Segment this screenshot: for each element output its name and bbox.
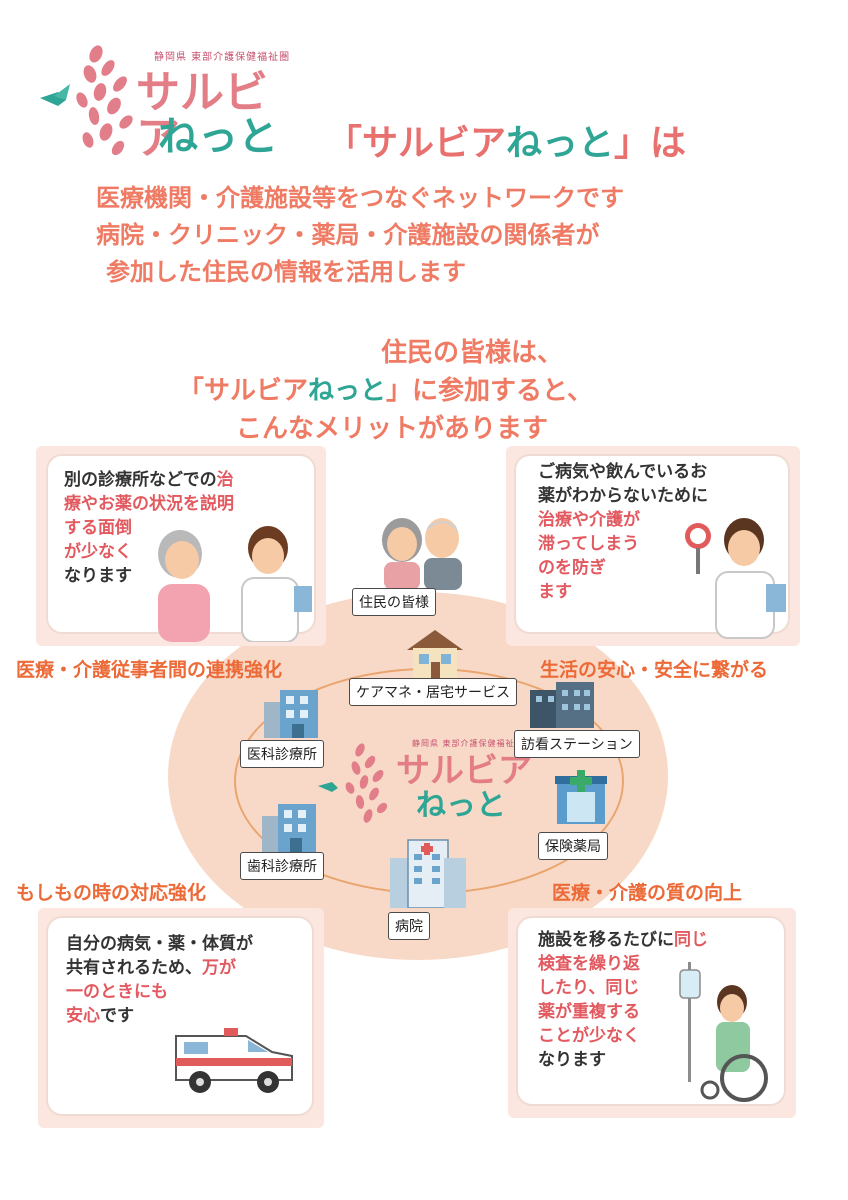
category-safety: 生活の安心・安全に繋がる bbox=[540, 659, 769, 681]
node-residents: 住民の皆様 bbox=[352, 588, 436, 616]
office-building-icon bbox=[530, 682, 594, 728]
hospital-icon bbox=[390, 839, 466, 908]
node-medical-clinic: 医科診療所 bbox=[240, 740, 324, 768]
doctor-and-patient-icon bbox=[158, 526, 312, 642]
center-logo-net: ねっと bbox=[416, 788, 506, 823]
doctor-with-stop-sign-icon bbox=[685, 518, 786, 639]
card-top-right: ご病気や飲んでいるお 薬がわからないために 治療や介護が 滞ってしまう のを防ぎ… bbox=[506, 446, 800, 646]
card-bottom-right: 施設を移るたびに同じ 検査を繰り返 したり、同じ 薬が重複する ことが少なく な… bbox=[508, 908, 796, 1118]
ambulance-icon bbox=[175, 1028, 293, 1093]
logo-subtitle: 静岡県 東部介護保健福祉圏 bbox=[154, 52, 291, 63]
category-emergency: もしもの時の対応強化 bbox=[16, 882, 207, 904]
intro-line-3: 参加した住民の情報を活用します bbox=[106, 258, 466, 286]
intro-line-2: 病院・クリニック・薬局・介護施設の関係者が bbox=[96, 221, 600, 249]
node-care-manager: ケアマネ・居宅サービス bbox=[349, 678, 517, 706]
category-quality: 医療・介護の質の向上 bbox=[552, 882, 743, 904]
pharmacy-icon bbox=[555, 770, 607, 824]
card-bottom-left: 自分の病気・薬・体質が 共有されるため、万が 一のときにも 安心です bbox=[38, 908, 324, 1128]
salvia-flower-icon bbox=[40, 45, 133, 156]
logo-text-net: ねっと bbox=[158, 114, 278, 160]
intro-text: 医療機関・介護施設等をつなぐネットワークです 病院・クリニック・薬局・介護施設の… bbox=[96, 180, 624, 291]
node-visiting-nurse-station: 訪看ステーション bbox=[514, 730, 640, 758]
center-logo-subtitle: 静岡県 東部介護保健福祉圏 bbox=[412, 739, 524, 748]
node-dental-clinic: 歯科診療所 bbox=[240, 852, 324, 880]
elderly-couple-icon bbox=[382, 518, 462, 590]
intro-line-1: 医療機関・介護施設等をつなぐネットワークです bbox=[96, 184, 624, 212]
card-top-left: 別の診療所などでの治 療やお薬の状況を説明 する面倒 が少なく なります bbox=[36, 446, 326, 646]
node-hospital: 病院 bbox=[388, 912, 430, 940]
center-logo-salvia: サルビア bbox=[396, 751, 532, 791]
logo: 静岡県 東部介護保健福祉圏 サルビア ねっと bbox=[36, 44, 296, 164]
logo-text-salvia: サルビア bbox=[136, 67, 268, 165]
house-icon bbox=[407, 630, 463, 678]
center-logo: 静岡県 東部介護保健福祉圏 サルビア ねっと bbox=[316, 736, 536, 836]
salvia-flower-icon bbox=[318, 743, 388, 823]
benefits-title: 住民の皆様は、 「サルビアねっと」に参加すると、 こんなメリットがあります bbox=[178, 338, 593, 444]
patient-wheelchair-icon bbox=[679, 962, 768, 1102]
node-pharmacy: 保険薬局 bbox=[538, 832, 608, 860]
category-collaboration: 医療・介護従事者間の連携強化 bbox=[16, 659, 283, 681]
page-headline: 「サルビアねっと」は bbox=[326, 123, 687, 164]
dental-clinic-icon bbox=[262, 804, 316, 852]
clinic-building-icon bbox=[264, 690, 318, 738]
